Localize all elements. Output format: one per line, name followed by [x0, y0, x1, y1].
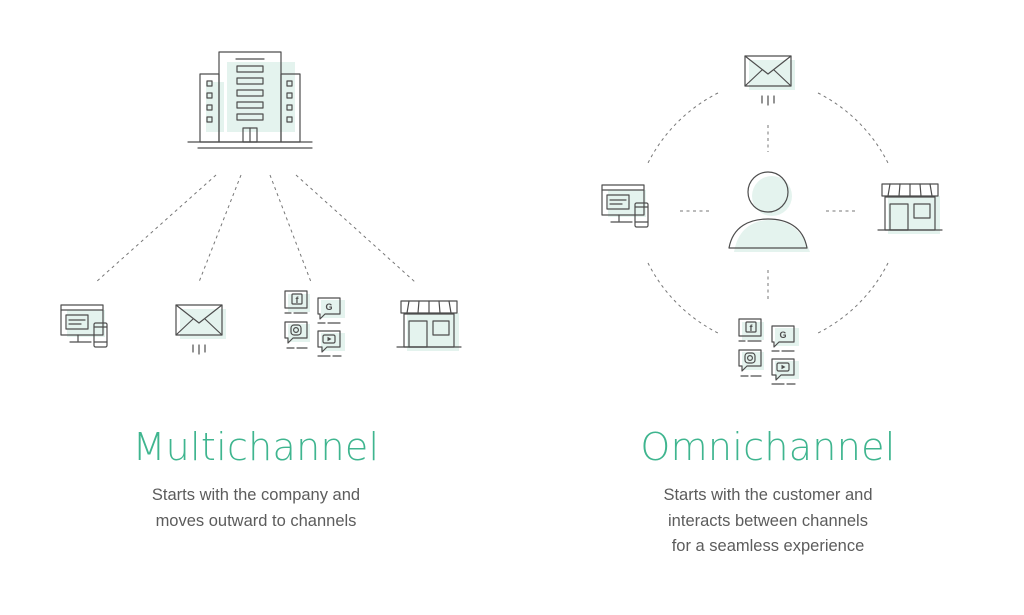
- omnichannel-description-line: Starts with the customer and: [663, 486, 873, 504]
- devices-icon: [60, 304, 108, 348]
- customer-person-icon: [728, 171, 810, 252]
- omni-social-media-icon: [738, 318, 800, 385]
- company-to-channel-connectors: [95, 174, 416, 283]
- omni-devices-icon: [601, 184, 649, 228]
- omnichannel-description-line: for a seamless experience: [671, 537, 865, 555]
- customer-to-channel-connectors: [680, 125, 858, 300]
- multichannel-description-line: moves outward to channels: [155, 511, 357, 530]
- multichannel-title: Multichannel: [132, 425, 380, 469]
- omnichannel-description-line: interacts between channels: [668, 511, 868, 530]
- company-building-icon: [187, 51, 313, 149]
- social-media-icon: [284, 290, 346, 357]
- omni-storefront-icon: [877, 183, 943, 235]
- multichannel-caption: Multichannel Starts with the company and…: [106, 425, 406, 534]
- storefront-icon: [396, 300, 462, 352]
- omnichannel-caption: Omnichannel Starts with the customer and…: [618, 425, 918, 560]
- omnichannel-title: Omnichannel: [640, 425, 896, 469]
- email-envelope-icon: [175, 304, 227, 355]
- multichannel-description-line: Starts with the company and: [151, 486, 361, 504]
- omni-email-envelope-icon: [744, 55, 796, 106]
